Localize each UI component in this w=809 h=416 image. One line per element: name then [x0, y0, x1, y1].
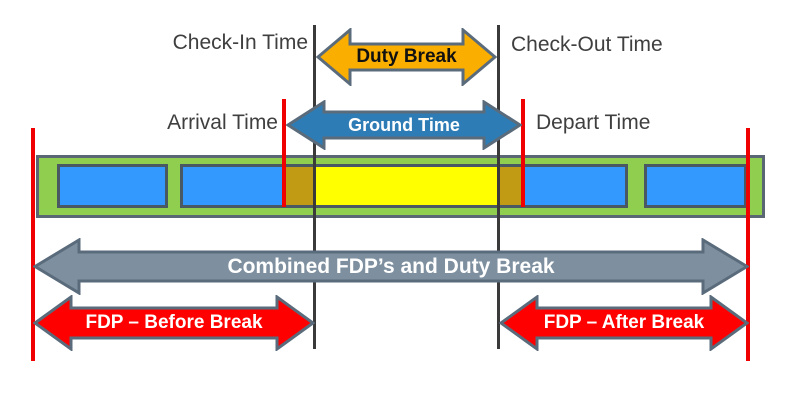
check-in-time-label: Check-In Time	[172, 31, 308, 54]
ground-time-before-break-segment	[283, 167, 316, 205]
double-arrow-icon	[499, 295, 749, 351]
ground-time-arrow-label: Ground Time	[348, 114, 460, 135]
check-out-time-black-line	[497, 25, 500, 349]
fdp-after-break-arrow-label: FDP – After Break	[543, 312, 705, 333]
duty-break-arrow: Duty Break	[316, 28, 497, 86]
double-arrow-icon	[286, 100, 522, 150]
combined-arrow-label: Combined FDP’s and Duty Break	[227, 254, 555, 278]
duty-break-segment	[316, 167, 499, 205]
flight-leg-segment	[522, 167, 625, 205]
flight-leg-block	[57, 164, 168, 208]
check-out-time-label: Check-Out Time	[511, 33, 663, 56]
ground-time-arrow: Ground Time	[286, 100, 522, 150]
depart-time-label: Depart Time	[536, 111, 651, 134]
duty-break-arrow-label: Duty Break	[356, 46, 457, 67]
double-arrow-icon	[316, 28, 497, 86]
fdp-before-break-arrow-label: FDP – Before Break	[85, 312, 263, 333]
fdp-after-break-arrow: FDP – After Break	[499, 295, 749, 351]
flight-leg-segment	[183, 167, 283, 205]
check-in-time-black-line	[313, 25, 316, 349]
middle-flight-ground-break-block	[180, 164, 628, 208]
flight-leg-block	[644, 164, 747, 208]
arrival-time-red-line	[282, 99, 286, 207]
arrival-time-label: Arrival Time	[167, 111, 278, 134]
fdp-start-red-line	[31, 128, 35, 361]
ground-time-after-break-segment	[499, 167, 522, 205]
fdp-before-break-arrow: FDP – Before Break	[33, 295, 315, 351]
double-arrow-icon	[33, 238, 749, 295]
double-arrow-icon	[33, 295, 315, 351]
depart-time-red-line	[521, 99, 525, 207]
combined-fdp-duty-break-arrow: Combined FDP’s and Duty Break	[33, 238, 749, 295]
timeline-bar	[36, 155, 765, 218]
fdp-end-red-line	[746, 128, 750, 361]
